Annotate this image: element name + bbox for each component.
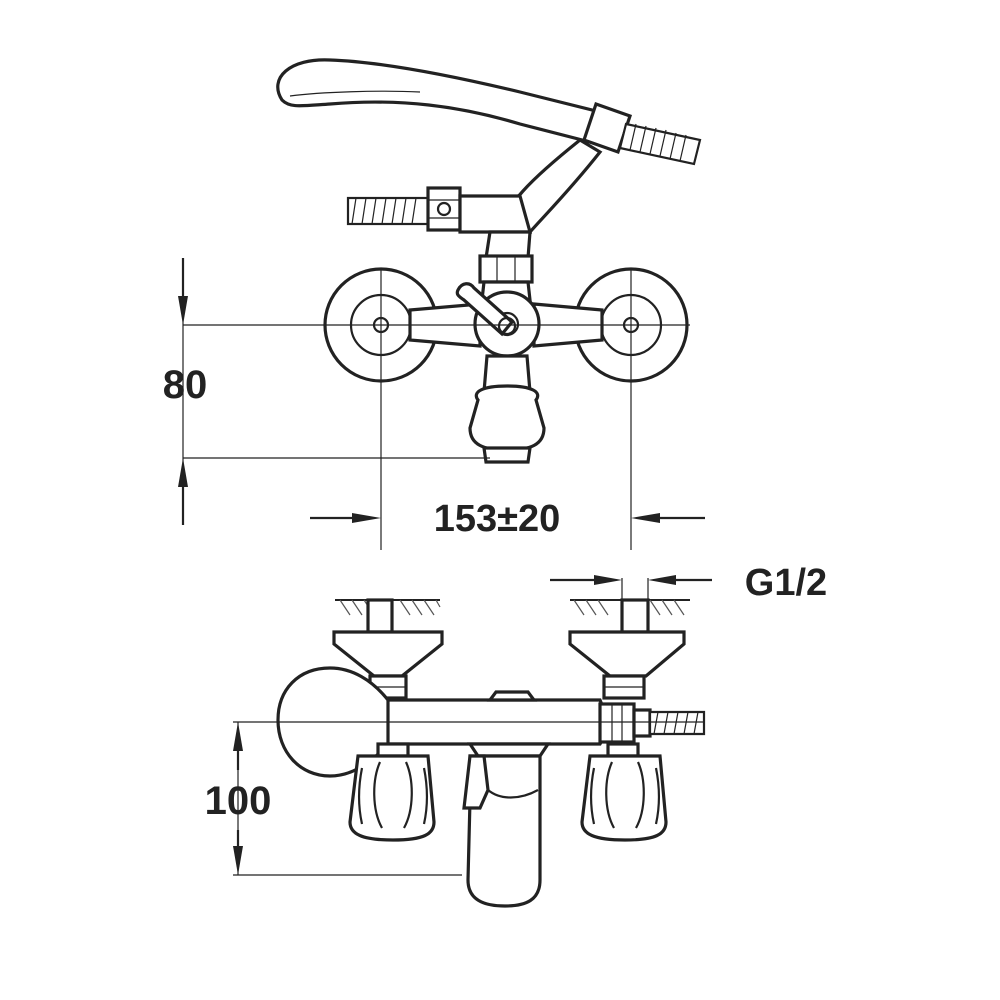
handle-right-front <box>580 754 668 842</box>
dimension-label-80: 80 <box>163 363 208 407</box>
handle-stem-right <box>606 742 640 758</box>
inlet-pipe-right <box>620 598 650 634</box>
dimension-label-100: 100 <box>205 779 272 823</box>
top-centerlines <box>183 270 690 550</box>
inlet-pipe-left <box>366 598 394 634</box>
dimension-g12: G1/2 <box>550 562 827 604</box>
hose-nut <box>426 186 462 232</box>
handle-stem-left <box>376 742 410 758</box>
diverter-lever <box>455 282 517 337</box>
diverter-stem <box>484 230 532 260</box>
shower-hose-left <box>346 196 434 226</box>
front-centerlines <box>233 721 704 876</box>
top-view: 80 153±20 <box>163 58 705 550</box>
dimension-153: 153±20 <box>310 498 705 540</box>
handle-left-front <box>348 754 436 842</box>
eccentric-right <box>602 674 646 700</box>
body-bottom-cap <box>467 742 551 758</box>
dimension-label-g12: G1/2 <box>745 562 827 604</box>
diverter-body <box>458 194 533 234</box>
dimension-100: 100 <box>205 722 272 875</box>
dimension-label-153: 153±20 <box>434 498 561 540</box>
escutcheon-right <box>568 630 686 678</box>
dimension-80: 80 <box>163 258 208 525</box>
hose-connector-right <box>598 702 706 744</box>
body-top-cap <box>486 690 538 702</box>
shower-hose-right <box>618 122 702 166</box>
spout-front <box>462 754 542 908</box>
escutcheon-left <box>332 630 444 678</box>
spout-top-view <box>468 354 546 464</box>
hand-shower-head <box>276 58 603 144</box>
shower-holder-clamp <box>581 101 633 155</box>
front-view: G1/2 100 <box>205 562 827 908</box>
diverter-hex-nut <box>478 254 534 284</box>
